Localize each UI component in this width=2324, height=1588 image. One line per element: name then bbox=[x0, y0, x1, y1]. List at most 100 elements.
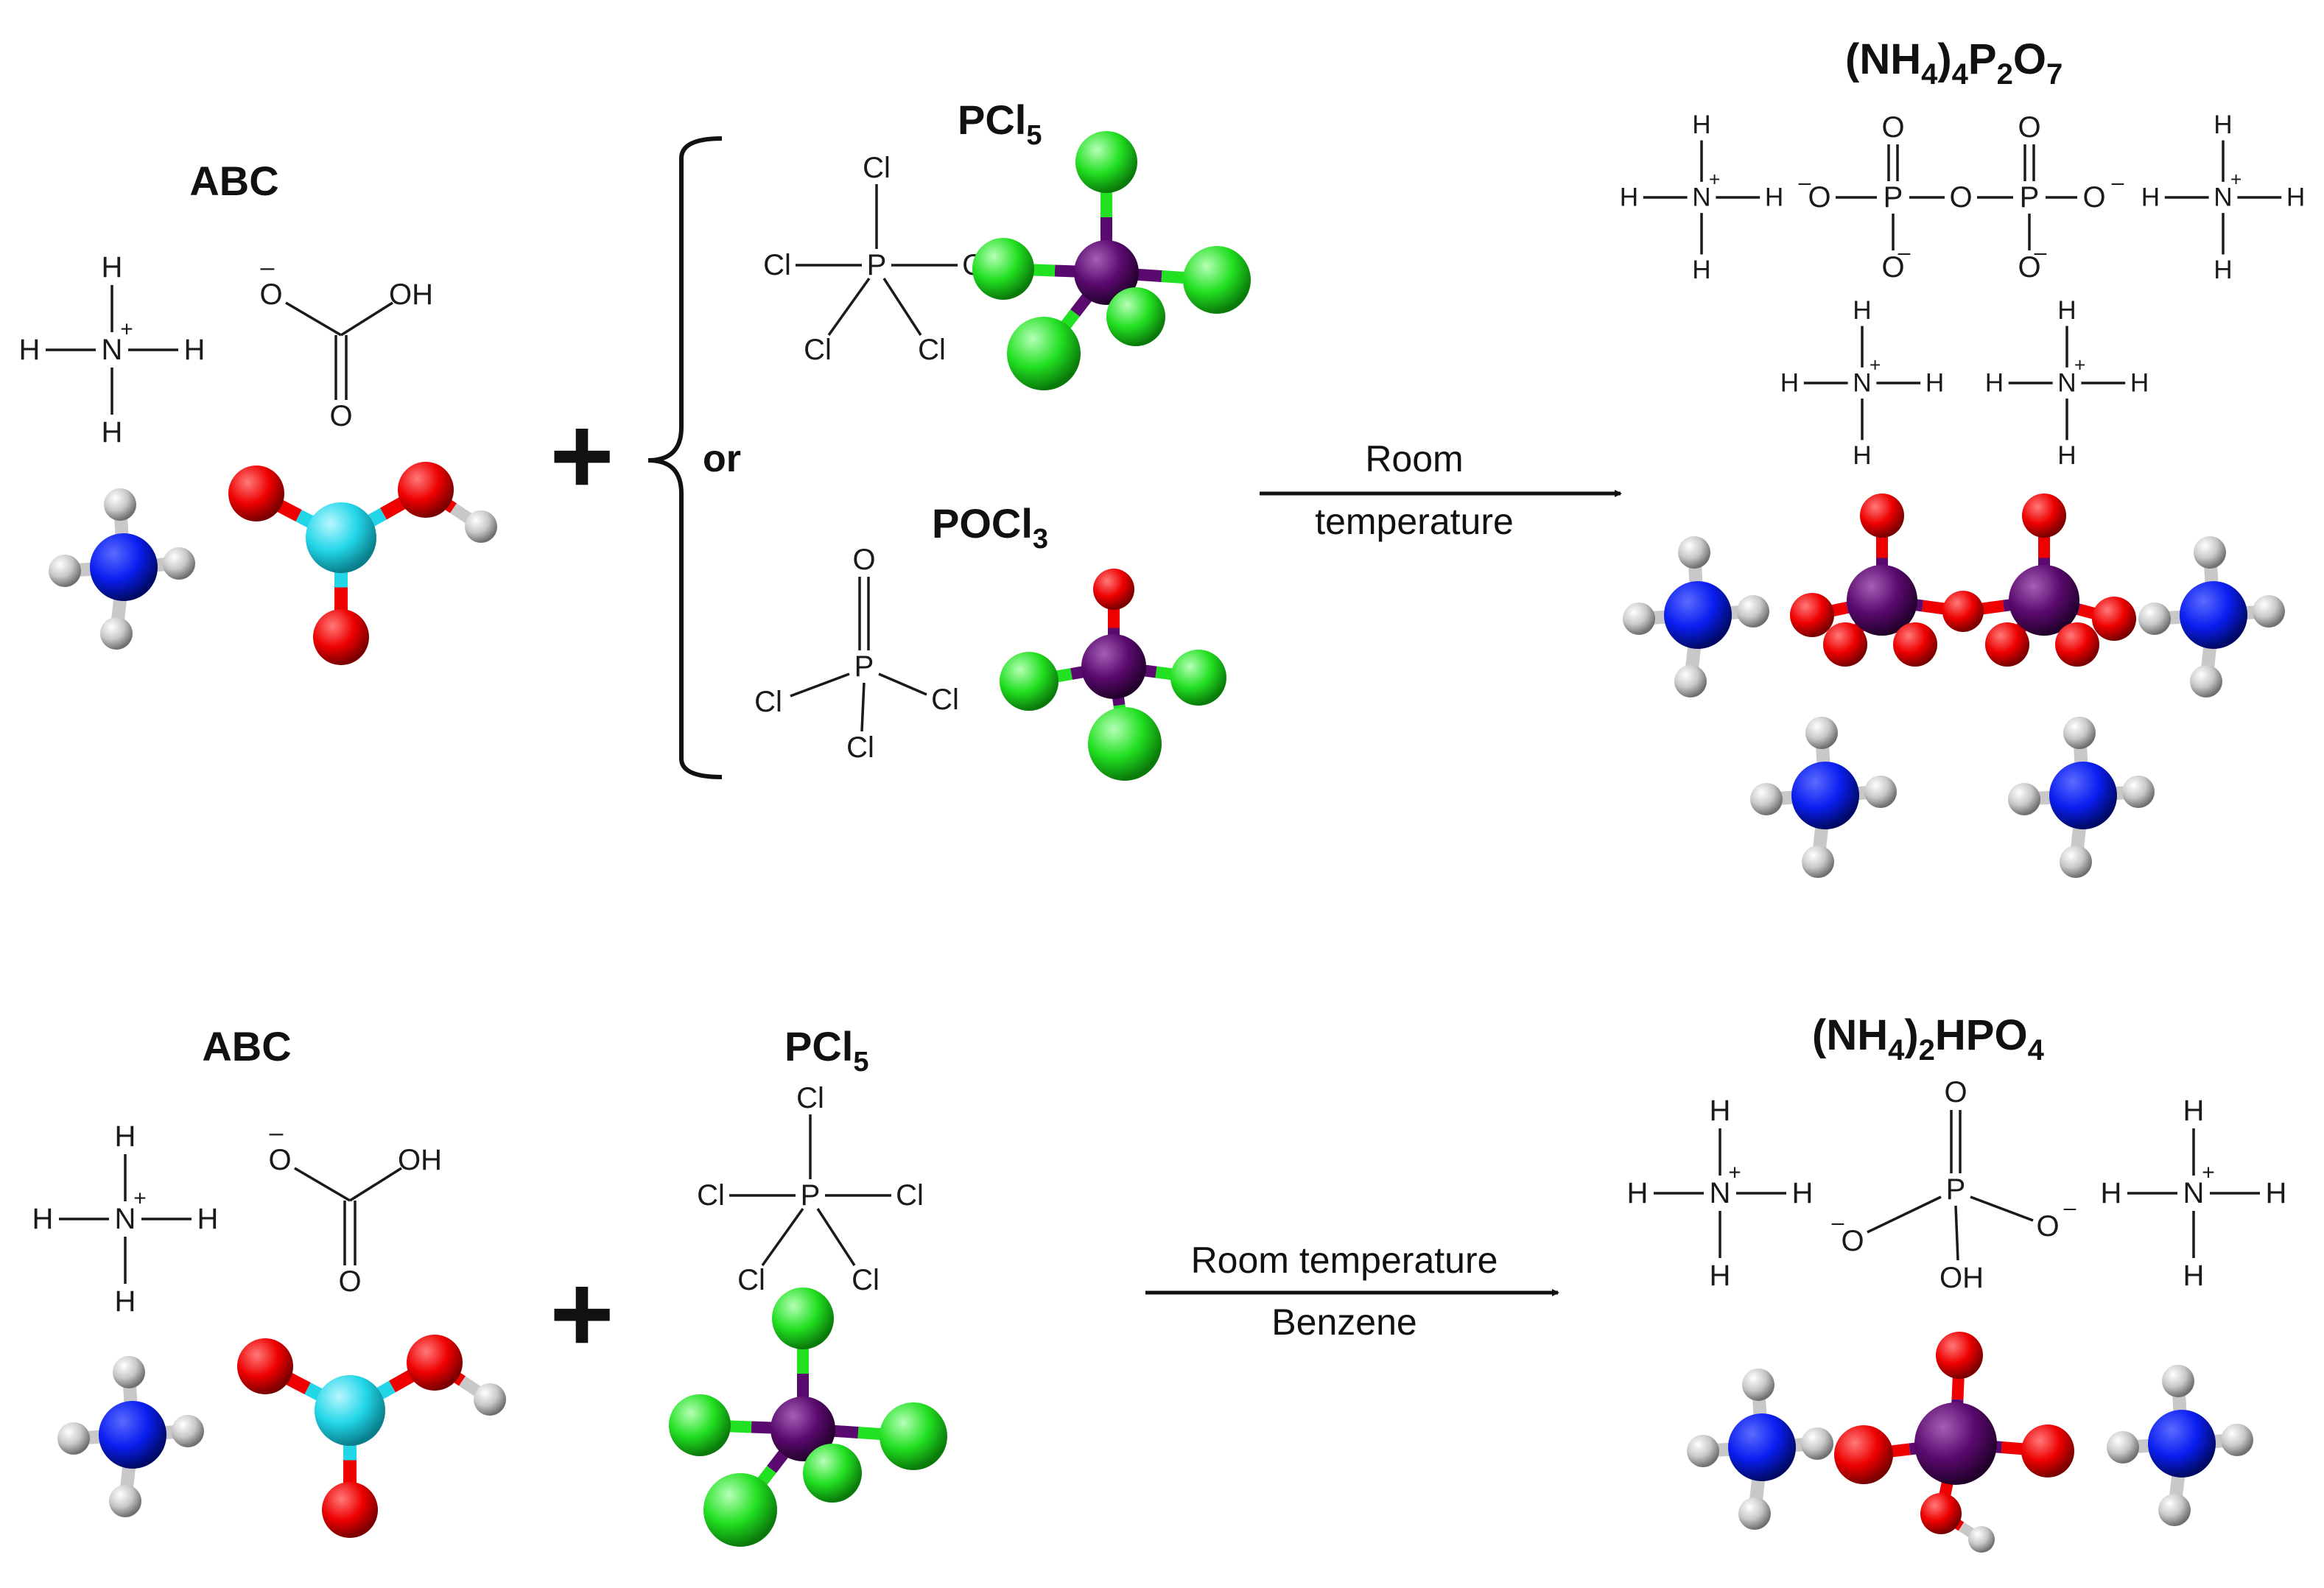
oxygen-ball bbox=[1834, 1425, 1893, 1484]
hydrogen-label: H bbox=[1692, 110, 1710, 139]
hydrogen-ball bbox=[172, 1415, 204, 1447]
bond-line bbox=[1867, 1195, 1942, 1234]
oxygen-label: O bbox=[1881, 111, 1904, 144]
oxygen-ball bbox=[1920, 1493, 1962, 1534]
hydrogen-ball bbox=[2190, 665, 2222, 698]
chlorine-ball bbox=[1000, 652, 1059, 711]
charge-plus: + bbox=[1728, 1161, 1741, 1185]
structural-formulas: N+HHHHO–OHOPClClClClClPOClClClO–POO–OPOO… bbox=[19, 110, 2306, 1318]
charge-plus: + bbox=[1709, 168, 1720, 190]
reagent-pcl5-label: PCl5 bbox=[958, 96, 1042, 151]
phosphorus-ball bbox=[1081, 634, 1146, 699]
reagent-pocl3-label: POCl3 bbox=[932, 500, 1048, 555]
hydrogen-label: H bbox=[197, 1203, 219, 1235]
hydrogen-ball bbox=[1687, 1435, 1719, 1467]
hydrogen-ball bbox=[57, 1422, 90, 1455]
oxygen-ball bbox=[322, 1482, 378, 1538]
nitrogen-label: N bbox=[1710, 1177, 1731, 1209]
chlorine-ball bbox=[1075, 131, 1137, 193]
hydrogen-label: H bbox=[2214, 256, 2232, 284]
oxygen-label: O bbox=[1949, 181, 1972, 214]
hydrogen-label: H bbox=[184, 334, 206, 366]
chlorine-label: Cl bbox=[918, 334, 946, 366]
oxygen-label: O bbox=[1881, 251, 1904, 284]
hydrogen-label: H bbox=[115, 1285, 136, 1318]
bond-line bbox=[349, 1167, 402, 1202]
hydrogen-ball bbox=[1678, 536, 1710, 569]
hydrogen-ball bbox=[1623, 602, 1655, 635]
hydrogen-label: H bbox=[1792, 1177, 1814, 1209]
nitrogen-ball bbox=[1664, 581, 1732, 649]
bond-line bbox=[882, 278, 922, 336]
phosphorus-ball bbox=[1847, 565, 1917, 636]
options-brace bbox=[647, 136, 723, 779]
charge-minus: – bbox=[2112, 171, 2124, 195]
condition-room: Room bbox=[1365, 438, 1463, 479]
hydrogen-ball bbox=[474, 1383, 506, 1416]
chlorine-ball bbox=[669, 1394, 731, 1456]
phosphorus-ball bbox=[1914, 1402, 1997, 1485]
oxygen-label: O bbox=[329, 400, 352, 432]
hydroxyl-label: OH bbox=[1939, 1262, 1984, 1294]
oxygen-label: O bbox=[338, 1265, 361, 1298]
nitrogen-ball bbox=[99, 1401, 166, 1469]
reactant-label-abc: ABC bbox=[189, 158, 278, 204]
hydrogen-label: H bbox=[1710, 1095, 1731, 1127]
hydrogen-label: H bbox=[102, 251, 123, 284]
chlorine-label: Cl bbox=[852, 1264, 880, 1296]
or-label: or bbox=[703, 438, 741, 480]
product-ammonium-pyrophosphate-label: (NH4)4P2O7 bbox=[1845, 35, 2063, 91]
oxygen-label: O bbox=[2018, 251, 2040, 284]
hydrogen-label: H bbox=[2183, 1259, 2205, 1292]
plus-sign-2: + bbox=[550, 1251, 614, 1375]
oxygen-label: O bbox=[268, 1144, 291, 1176]
charge-minus: – bbox=[261, 253, 275, 281]
hydrogen-label: H bbox=[1925, 369, 1944, 398]
chlorine-ball bbox=[1170, 650, 1226, 706]
charge-minus: – bbox=[1898, 241, 1911, 265]
oxygen-ball bbox=[2055, 622, 2099, 667]
charge-minus: – bbox=[270, 1119, 284, 1147]
hydrogen-ball bbox=[1805, 717, 1838, 749]
hydrogen-label: H bbox=[2214, 110, 2232, 139]
hydrogen-ball bbox=[1737, 595, 1769, 628]
chlorine-ball bbox=[703, 1473, 777, 1547]
oxygen-ball bbox=[313, 609, 369, 665]
phosphorus-ball bbox=[1074, 240, 1139, 305]
oxygen-ball bbox=[237, 1338, 293, 1394]
condition-benzene: Benzene bbox=[1271, 1301, 1416, 1343]
nitrogen-label: N bbox=[2183, 1177, 2205, 1209]
oxygen-ball bbox=[228, 465, 284, 521]
hydrogen-ball bbox=[100, 617, 133, 650]
oxygen-ball bbox=[2021, 1424, 2074, 1478]
phosphorus-label: P bbox=[2020, 181, 2040, 214]
charge-plus: + bbox=[2202, 1161, 2215, 1185]
chlorine-label: Cl bbox=[804, 334, 832, 366]
oxygen-label: O bbox=[1808, 181, 1830, 214]
hydrogen-label: H bbox=[1853, 296, 1871, 325]
charge-plus: + bbox=[2230, 168, 2241, 190]
chlorine-ball bbox=[1088, 707, 1162, 781]
nitrogen-ball bbox=[2180, 581, 2247, 649]
hydrogen-label: H bbox=[19, 334, 41, 366]
phosphorus-label: P bbox=[801, 1179, 821, 1212]
hydrogen-label: H bbox=[2101, 1177, 2122, 1209]
hydrogen-label: H bbox=[2057, 441, 2076, 470]
oxygen-ball bbox=[1823, 622, 1867, 667]
hydrogen-ball bbox=[2122, 776, 2155, 808]
oxygen-ball bbox=[1985, 622, 2029, 667]
hydrogen-label: H bbox=[1853, 441, 1871, 470]
hydrogen-ball bbox=[2158, 1494, 2191, 1526]
nitrogen-ball bbox=[2049, 762, 2117, 829]
reagent-pcl5-label-2: PCl5 bbox=[784, 1023, 869, 1078]
chlorine-ball bbox=[1007, 317, 1081, 390]
hydrogen-ball bbox=[1801, 1427, 1833, 1460]
phosphorus-label: P bbox=[1884, 181, 1903, 214]
bond-line bbox=[761, 1207, 804, 1267]
nitrogen-label: N bbox=[115, 1203, 136, 1235]
nitrogen-ball bbox=[90, 533, 158, 601]
chlorine-label: Cl bbox=[754, 686, 782, 718]
carbon-ball bbox=[315, 1375, 385, 1446]
oxygen-ball bbox=[1093, 569, 1134, 610]
